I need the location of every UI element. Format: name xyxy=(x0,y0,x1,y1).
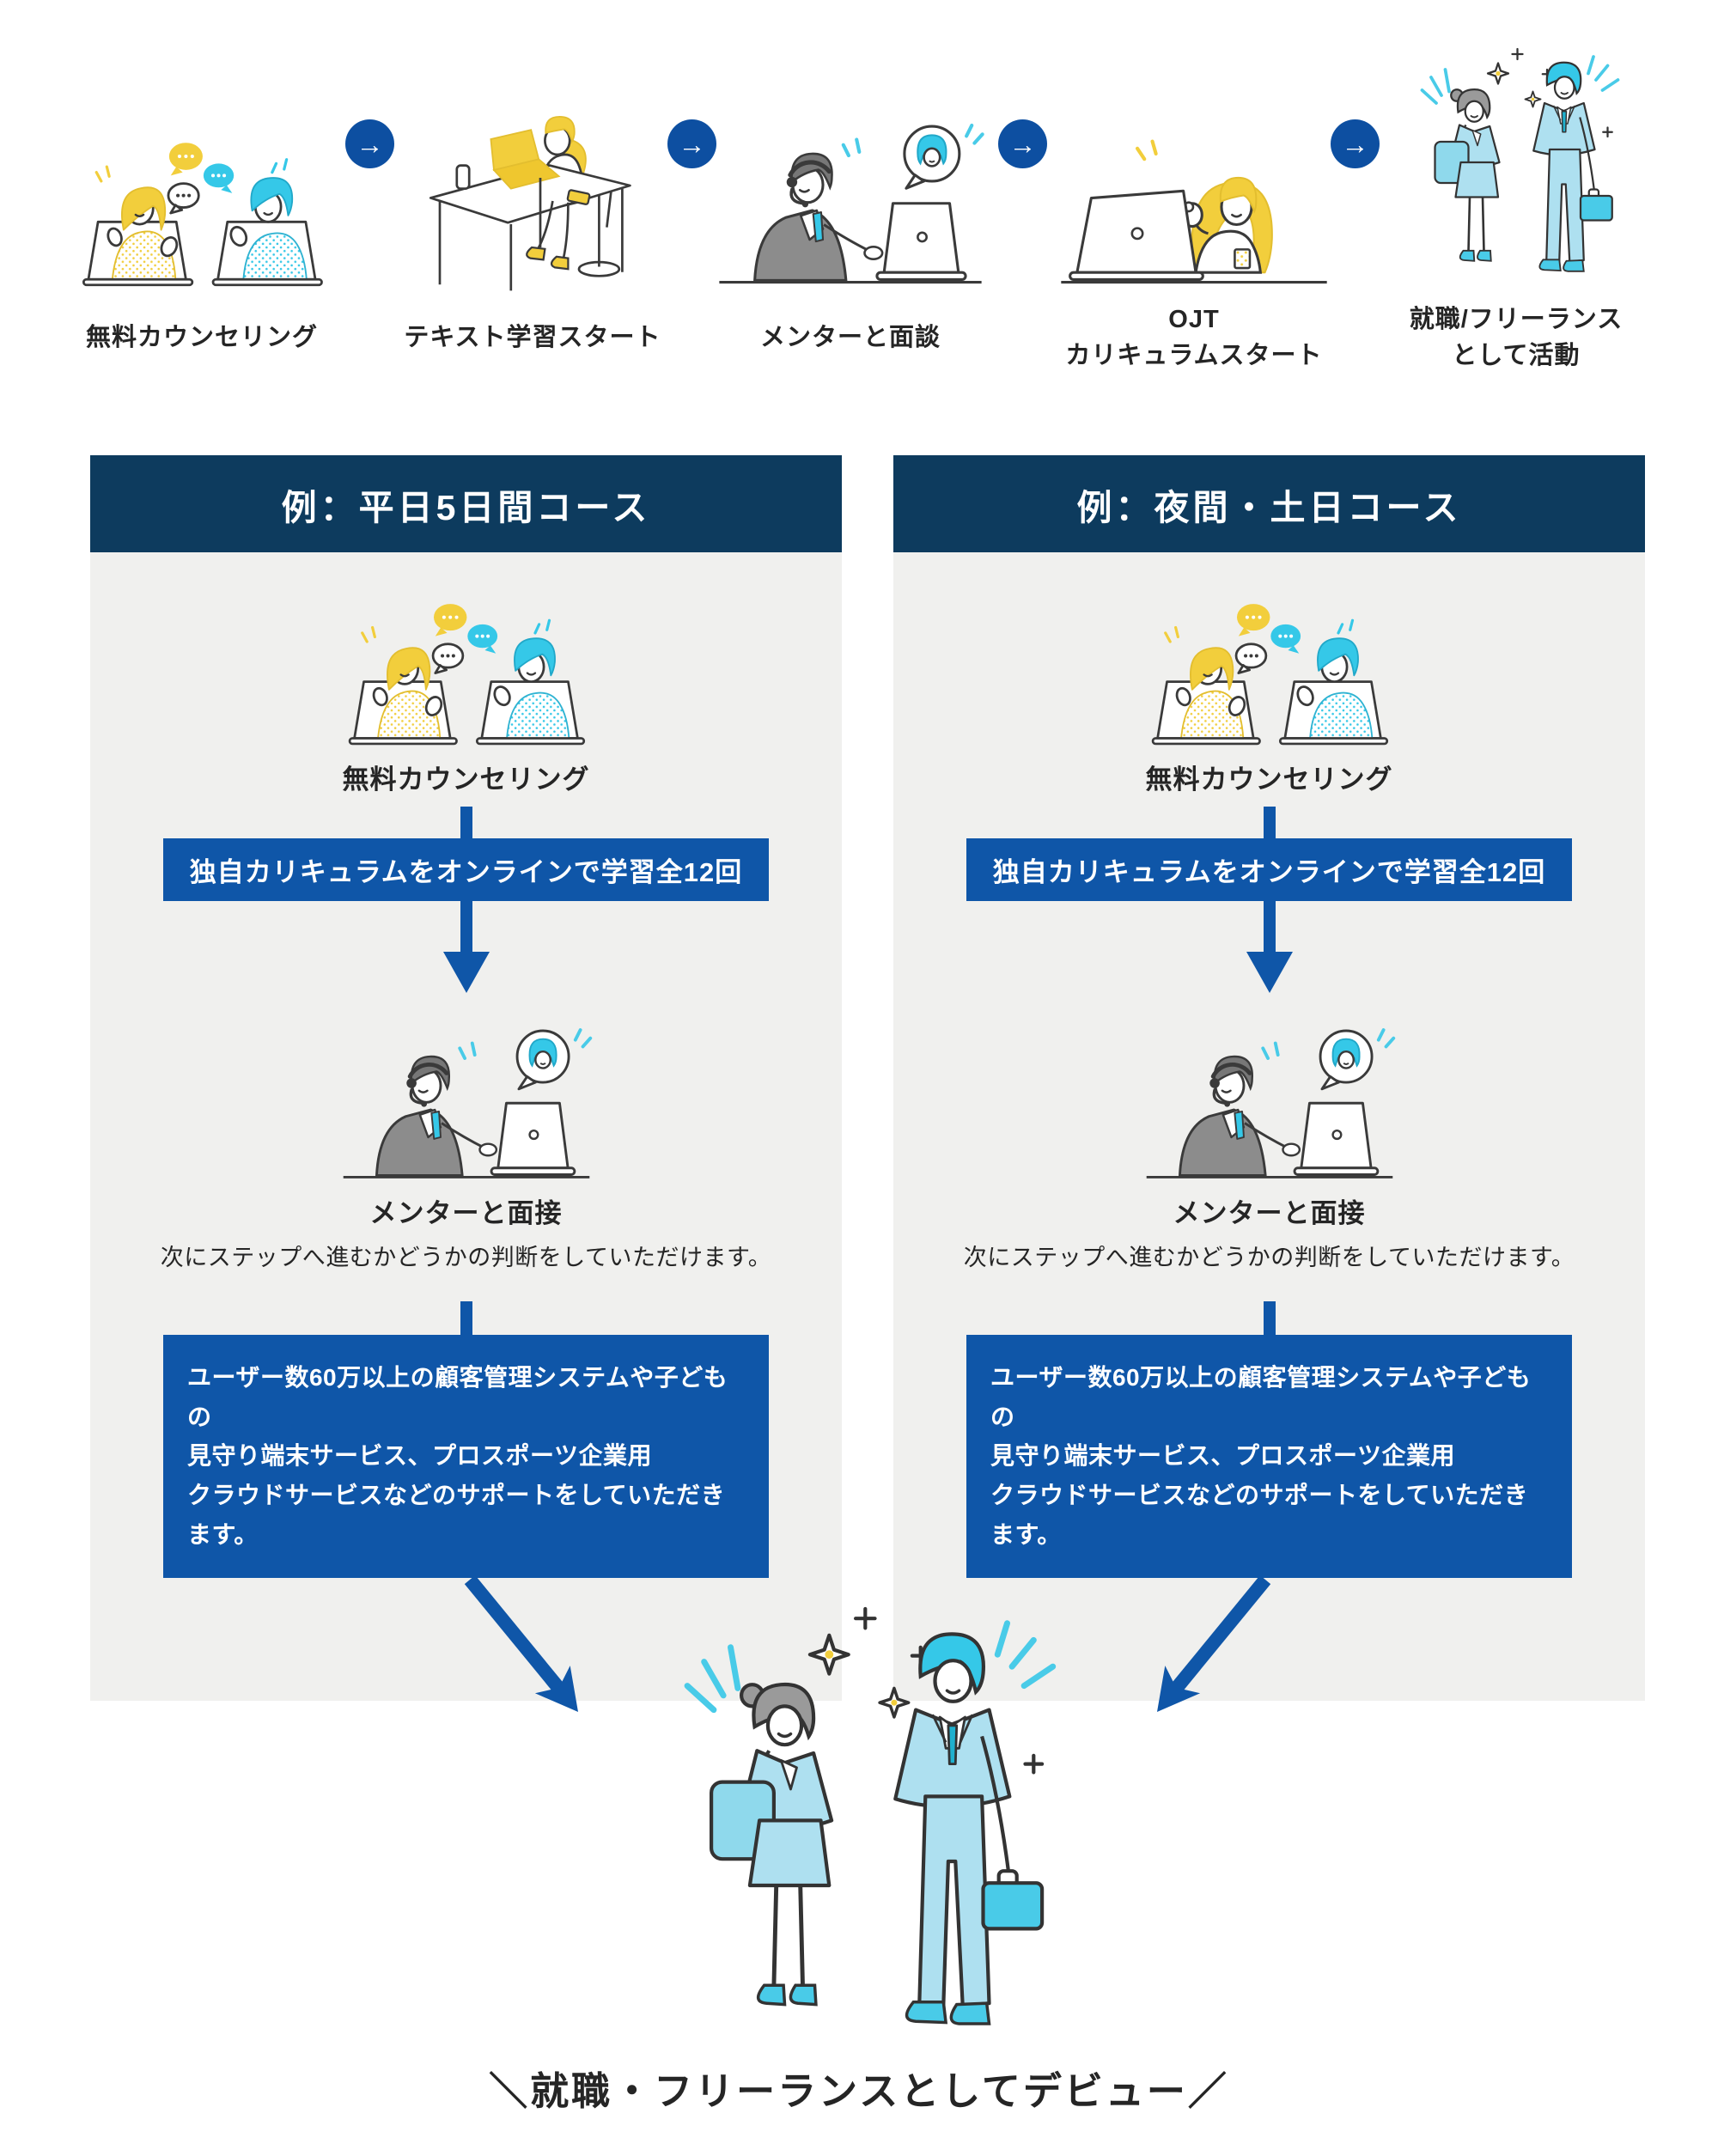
video-counseling-icon xyxy=(331,595,601,752)
mentor-description: 次にステップへ進むかどうかの判断をしていただけます。 xyxy=(160,1244,772,1270)
flow-step-text-study: テキスト学習スタート xyxy=(378,17,687,375)
course-weekend: 例：夜間・土日コース 無料カウンセリング 独自カリキュラムをオンラインで学習全1… xyxy=(893,455,1645,1701)
curriculum-banner: 独自カリキュラムをオンラインで学習全12回 xyxy=(163,837,769,902)
flow-step-label: 無料カウンセリング xyxy=(85,323,318,351)
mentor-call-icon xyxy=(333,1005,600,1188)
ojt-start-icon xyxy=(1039,17,1349,294)
counseling-label: 無料カウンセリング xyxy=(1145,764,1393,795)
counseling-label: 無料カウンセリング xyxy=(342,764,590,795)
flow-step-label: 就職/フリーランス として活動 xyxy=(1409,305,1624,369)
mentor-description: 次にステップへ進むかどうかの判断をしていただけます。 xyxy=(963,1244,1575,1270)
arrow-glyph: → xyxy=(356,128,384,160)
course-weekday-header: 例：平日5日間コース xyxy=(90,455,842,552)
next-arrow-icon: → xyxy=(998,119,1047,168)
course-weekend-header: 例：夜間・土日コース xyxy=(893,455,1645,552)
diagonal-arrow-icon xyxy=(1140,1574,1277,1721)
mentor-label: メンターと面接 xyxy=(369,1197,563,1228)
support-box: ユーザー数60万以上の顧客管理システムや子どもの 見守り端末サービス、プロスポー… xyxy=(163,1334,769,1579)
flow-step-label: OJT カリキュラムスタート xyxy=(1065,305,1323,369)
arrow-glyph: → xyxy=(1341,128,1369,160)
flow-step-label: メンターと面談 xyxy=(759,323,941,351)
down-arrow-icon xyxy=(1246,951,1293,993)
flow-step-career: 就職/フリーランス として活動 xyxy=(1362,17,1671,375)
flow-step-label: テキスト学習スタート xyxy=(404,323,661,351)
flow-connector xyxy=(1263,807,1276,838)
next-arrow-icon: → xyxy=(1331,119,1380,168)
business-people-icon xyxy=(1362,17,1671,294)
course-weekend-body: 無料カウンセリング 独自カリキュラムをオンラインで学習全12回 メンターと面接 … xyxy=(893,552,1645,1701)
overview-flow: 無料カウンセリング → テキスト学習スタート → メンターと面談 → xyxy=(0,0,1718,395)
flow-step-mentor: メンターと面談 xyxy=(696,17,1005,375)
flow-step-counseling: 無料カウンセリング xyxy=(47,17,356,375)
down-arrow-icon xyxy=(442,951,490,993)
mentor-call-icon xyxy=(1136,1005,1403,1188)
business-people-icon xyxy=(646,1585,1080,2066)
next-arrow-icon: → xyxy=(667,119,716,168)
arrow-glyph: → xyxy=(678,128,706,160)
mentor-label: メンターと面接 xyxy=(1173,1197,1366,1228)
flow-connector xyxy=(460,1300,472,1335)
mentor-call-icon xyxy=(696,17,1005,294)
flow-connector xyxy=(1263,1300,1276,1335)
support-box: ユーザー数60万以上の顧客管理システムや子どもの 見守り端末サービス、プロスポー… xyxy=(966,1334,1572,1579)
course-weekday-body: 無料カウンセリング 独自カリキュラムをオンラインで学習全12回 メンターと面接 … xyxy=(90,552,842,1701)
course-weekday: 例：平日5日間コース 無料カウンセリング 独自カリキュラムをオンラインで学習全1… xyxy=(90,455,842,1701)
arrow-glyph: → xyxy=(1008,128,1037,160)
curriculum-banner: 独自カリキュラムをオンラインで学習全12回 xyxy=(966,837,1572,902)
next-arrow-icon: → xyxy=(345,119,394,168)
video-counseling-icon xyxy=(47,17,356,294)
desk-study-icon xyxy=(378,17,687,294)
flow-connector xyxy=(1263,901,1276,952)
video-counseling-icon xyxy=(1134,595,1404,752)
debut-caption: ＼就職・フリーランスとしてデビュー／ xyxy=(489,2069,1229,2113)
flow-connector xyxy=(460,901,472,952)
flow-step-ojt: OJT カリキュラムスタート xyxy=(1039,17,1349,375)
diagonal-arrow-icon xyxy=(458,1574,595,1721)
flow-connector xyxy=(460,807,472,838)
